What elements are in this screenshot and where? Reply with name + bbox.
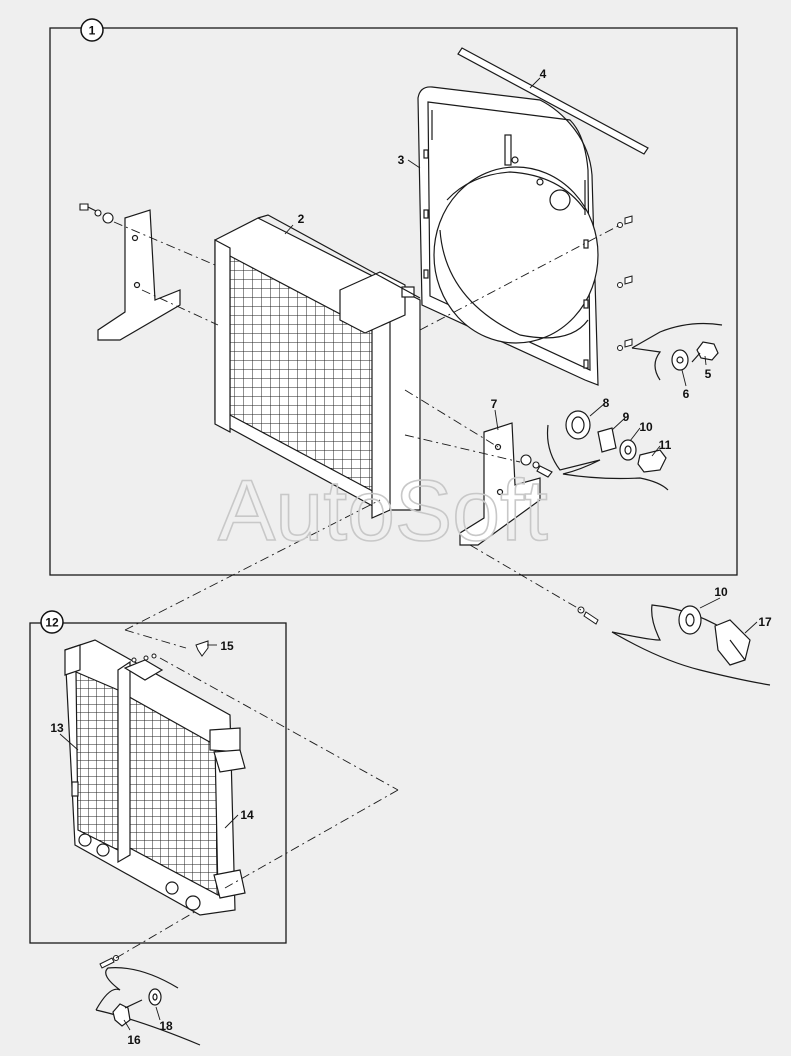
group-12-label: 12 [45,616,59,630]
callout-18: 18 [159,1019,173,1033]
callout-3: 3 [398,153,405,167]
callout-16: 16 [127,1033,141,1047]
bracket-bolt-set [520,454,553,478]
callout-7: 7 [491,397,498,411]
left-bracket [97,209,181,341]
detail-parts-8-11 [546,410,669,491]
group-12-badge: 12 [40,610,64,634]
callout-15: 15 [220,639,234,653]
callout-9: 9 [623,410,630,424]
detail-bolt-16-washer-18 [95,967,201,1046]
callout-labels: 2 3 4 5 6 7 8 9 10 11 10 17 13 14 15 16 … [50,67,772,1047]
callout-17: 17 [758,615,772,629]
shroud-bolts [617,215,633,351]
fan-shroud [417,86,599,386]
callout-6: 6 [683,387,690,401]
group-12-frame [29,622,287,944]
left-bolt-set [79,203,114,224]
radiator-core [64,639,246,916]
seal-strip [457,47,649,155]
callout-14: 14 [240,808,254,822]
core-screws-15 [131,640,209,663]
right-bracket [459,422,541,546]
core-bottom-bolt [99,955,119,969]
group-1-frame [49,27,738,576]
assembly-lines [113,221,621,959]
leader-lines [59,77,758,1031]
detail-bolt-17-washer-10 [611,604,771,686]
callout-2: 2 [298,212,305,226]
callout-10-upper: 10 [639,420,653,434]
group-1-badge: 1 [80,18,104,42]
group-1-label: 1 [89,24,96,38]
callout-11: 11 [659,438,672,452]
watermark: AutoSoft [218,463,548,559]
radiator [214,214,421,519]
callout-10-lower: 10 [714,585,728,599]
callout-5: 5 [705,367,712,381]
callout-8: 8 [603,396,610,410]
callout-13: 13 [50,721,64,735]
detail-bolt-5-washer-6 [631,322,723,381]
callout-4: 4 [540,67,547,81]
